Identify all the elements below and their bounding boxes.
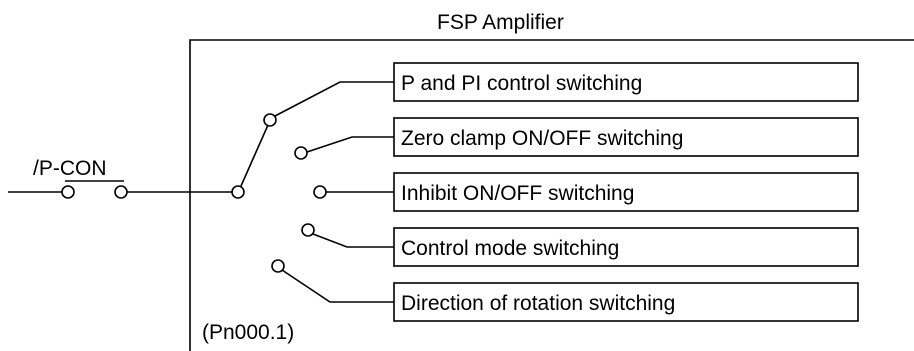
function-box-4: Control mode switching <box>393 227 859 267</box>
amplifier-border <box>189 39 914 351</box>
selector-common-terminal <box>231 185 245 199</box>
normally-open-contact <box>8 180 234 199</box>
function-box-5: Direction of rotation switching <box>393 282 859 322</box>
function-label-1: P and PI control switching <box>401 72 642 95</box>
amplifier-title: FSP Amplifier <box>437 11 564 34</box>
input-signal-label: /P-CON <box>33 157 107 180</box>
selector-arm <box>240 124 269 187</box>
rotary-selector-switch <box>231 113 327 273</box>
parameter-label: (Pn000.1) <box>202 321 294 344</box>
function-box-1: P and PI control switching <box>393 62 859 102</box>
function-box-2: Zero clamp ON/OFF switching <box>393 117 859 157</box>
selector-terminal-2 <box>294 146 308 160</box>
function-label-3: Inhibit ON/OFF switching <box>401 182 634 205</box>
selector-terminal-1 <box>263 113 277 127</box>
function-label-2: Zero clamp ON/OFF switching <box>401 127 683 150</box>
function-wires <box>274 81 394 303</box>
selector-terminal-4 <box>301 223 315 237</box>
selector-terminal-3 <box>313 185 327 199</box>
function-label-5: Direction of rotation switching <box>401 292 675 315</box>
selector-terminal-5 <box>271 259 285 273</box>
function-label-4: Control mode switching <box>401 237 619 260</box>
function-box-3: Inhibit ON/OFF switching <box>393 172 859 212</box>
